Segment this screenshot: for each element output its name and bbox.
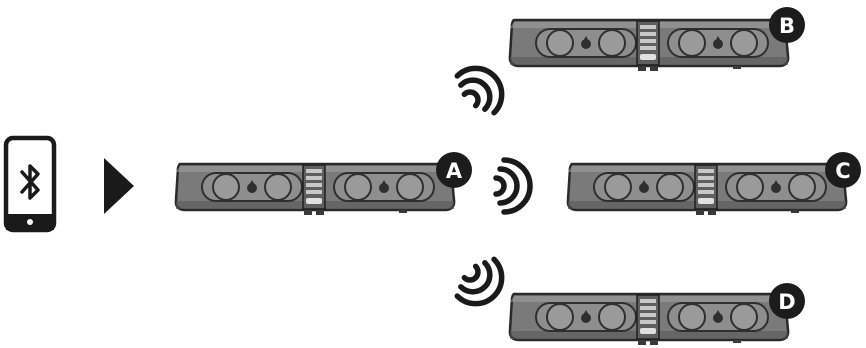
wireless-signal-icon (496, 160, 530, 212)
bluetooth-phone-icon (6, 138, 54, 230)
badge-d-label: D (778, 290, 795, 314)
badge-b-label: B (779, 14, 795, 38)
wireless-signal-icon (452, 58, 513, 119)
wireless-signal-icon (452, 254, 513, 315)
badge-c-label: C (835, 159, 850, 183)
play-arrow-icon (104, 158, 134, 214)
badge-c: C (825, 152, 861, 188)
badge-a-label: A (446, 159, 463, 183)
badge-a: A (436, 152, 472, 188)
speaker-a (176, 164, 454, 215)
speaker-d (510, 294, 788, 345)
badge-b: B (769, 7, 805, 43)
speaker-b (510, 20, 788, 71)
speaker-c (568, 164, 846, 215)
badge-d: D (769, 283, 805, 319)
